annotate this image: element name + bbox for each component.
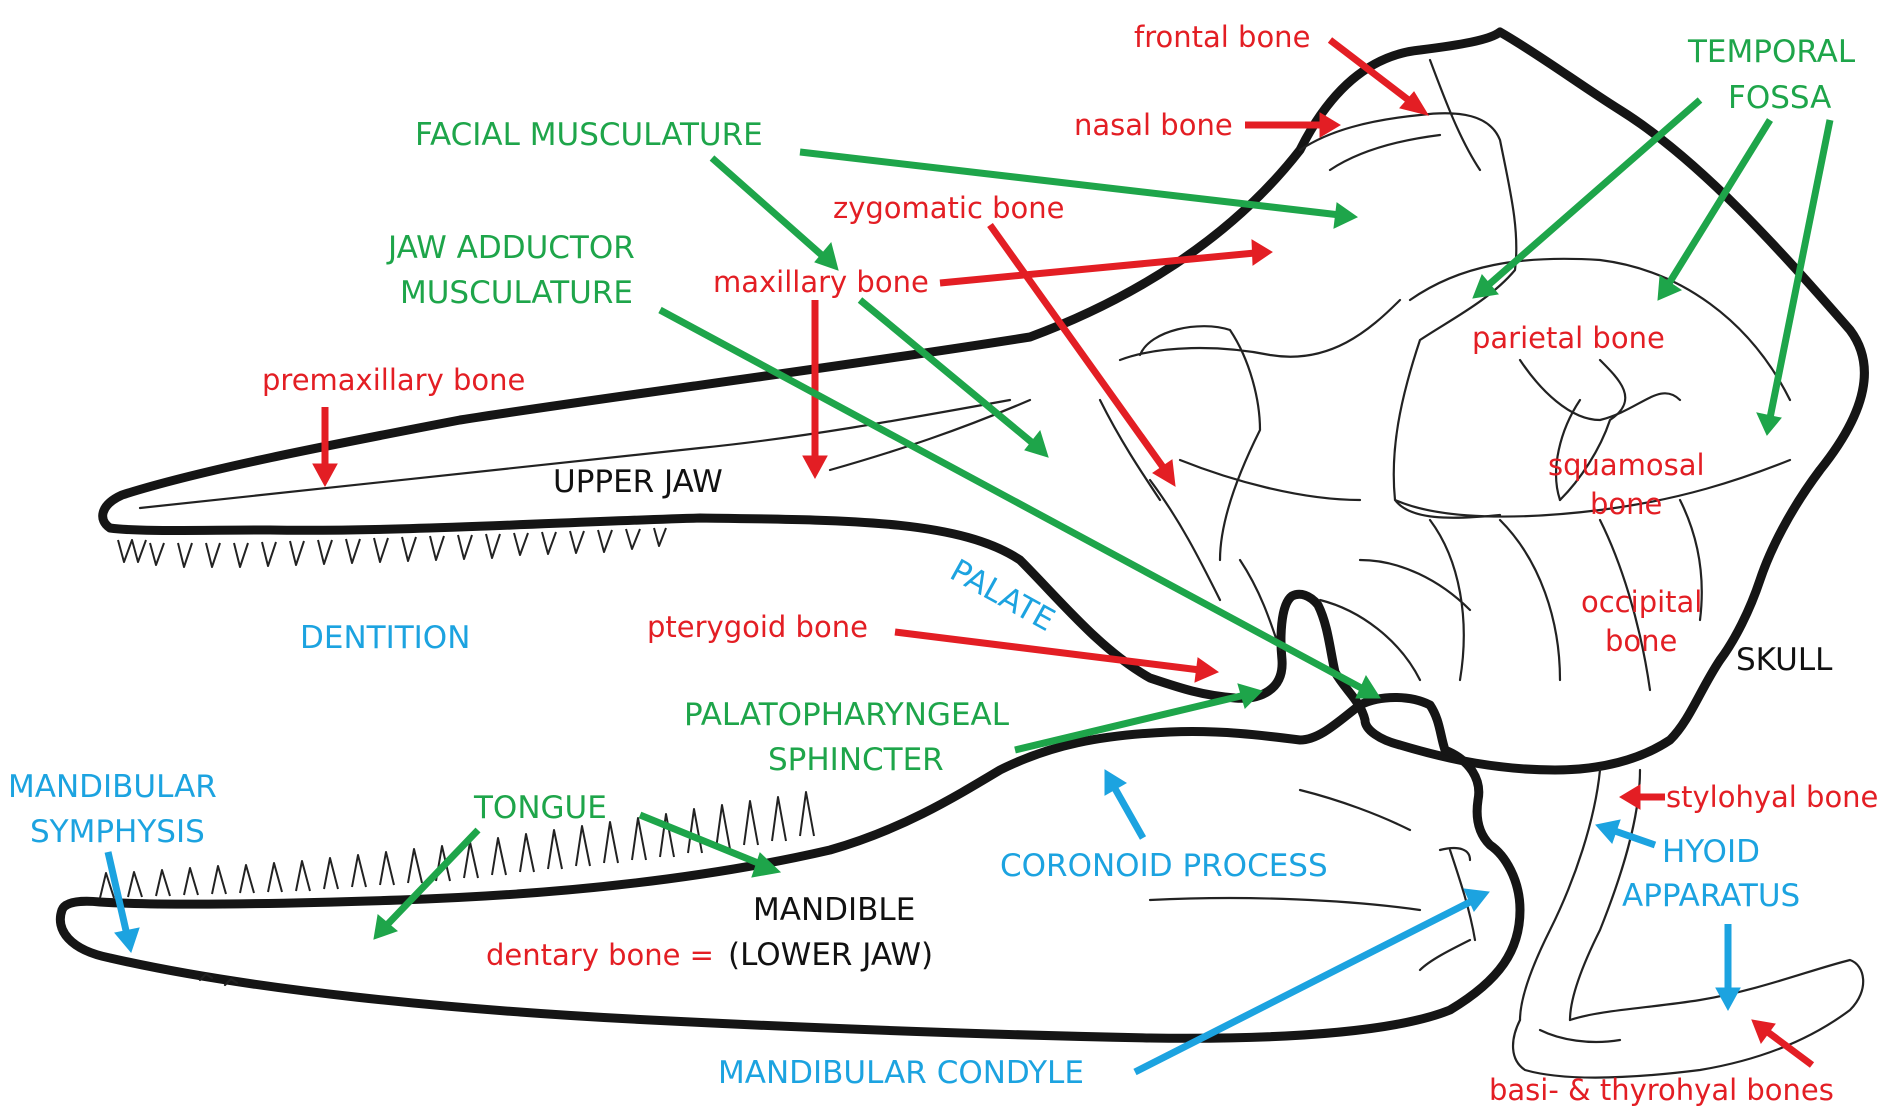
skull-detail-lines: [1098, 58, 1792, 692]
label-skull: SKULL: [1736, 642, 1833, 678]
label-tongue: TONGUE: [473, 790, 607, 826]
label-facial-musculature: FACIAL MUSCULATURE: [415, 117, 763, 153]
label-occipital-line1: occipital: [1581, 585, 1702, 619]
upper-teeth: [117, 527, 667, 568]
label-mandibular-condyle: MANDIBULAR CONDYLE: [718, 1055, 1084, 1091]
label-zygomatic-bone: zygomatic bone: [833, 191, 1065, 225]
label-maxillary-bone: maxillary bone: [713, 265, 929, 299]
label-pterygoid-bone: pterygoid bone: [647, 610, 868, 644]
green-arrows: [373, 97, 1834, 940]
label-palatopharyngeal-line1: PALATOPHARYNGEAL: [684, 697, 1010, 733]
label-jaw-adductor-line2: MUSCULATURE: [400, 275, 633, 311]
label-dentary-bone: dentary bone =: [486, 938, 714, 972]
label-squamosal-line2: bone: [1590, 487, 1662, 521]
label-coronoid-process: CORONOID PROCESS: [1000, 848, 1328, 884]
label-premaxillary-bone: premaxillary bone: [262, 363, 525, 397]
red-arrows: [312, 37, 1815, 1068]
blue-arrows: [104, 769, 1741, 1076]
label-mandible-line1: MANDIBLE: [753, 892, 915, 928]
label-temporal-fossa-line1: TEMPORAL: [1687, 34, 1856, 70]
label-basi-thyrohyal-bones: basi- & thyrohyal bones: [1489, 1073, 1834, 1107]
mandible-outline: [55, 693, 1525, 1043]
label-jaw-adductor-line1: JAW ADDUCTOR: [386, 230, 635, 266]
squamosal-outline: [1558, 358, 1627, 502]
label-nasal-bone: nasal bone: [1074, 108, 1233, 142]
skull-outline: [98, 27, 1869, 775]
label-occipital-line2: bone: [1605, 624, 1677, 658]
label-upper-jaw: UPPER JAW: [553, 464, 723, 500]
label-temporal-fossa-line2: FOSSA: [1728, 80, 1831, 116]
stylohyal-outline: [1518, 768, 1642, 1022]
basihyal-outline: [1512, 958, 1865, 1079]
label-mandible-line2: (LOWER JAW): [728, 937, 933, 973]
label-hyoid-apparatus-line1: HYOID: [1662, 834, 1760, 870]
label-stylohyal-bone: stylohyal bone: [1666, 780, 1878, 814]
label-mandibular-symphysis-line1: MANDIBULAR: [8, 769, 217, 805]
label-mandibular-symphysis-line2: SYMPHYSIS: [30, 814, 205, 850]
label-squamosal-line1: squamosal: [1548, 448, 1705, 482]
label-dentition: DENTITION: [300, 620, 470, 656]
label-parietal-bone: parietal bone: [1472, 321, 1665, 355]
maxilla-line: [828, 398, 1032, 472]
lower-teeth: [99, 791, 815, 899]
label-frontal-bone: frontal bone: [1134, 20, 1310, 54]
label-hyoid-apparatus-line2: APPARATUS: [1622, 878, 1800, 914]
label-palatopharyngeal-line2: SPHINCTER: [768, 742, 944, 778]
label-palate: PALATE: [944, 553, 1060, 639]
premaxilla-suture: [138, 398, 1012, 510]
mandible-detail-lines: [198, 788, 1477, 987]
